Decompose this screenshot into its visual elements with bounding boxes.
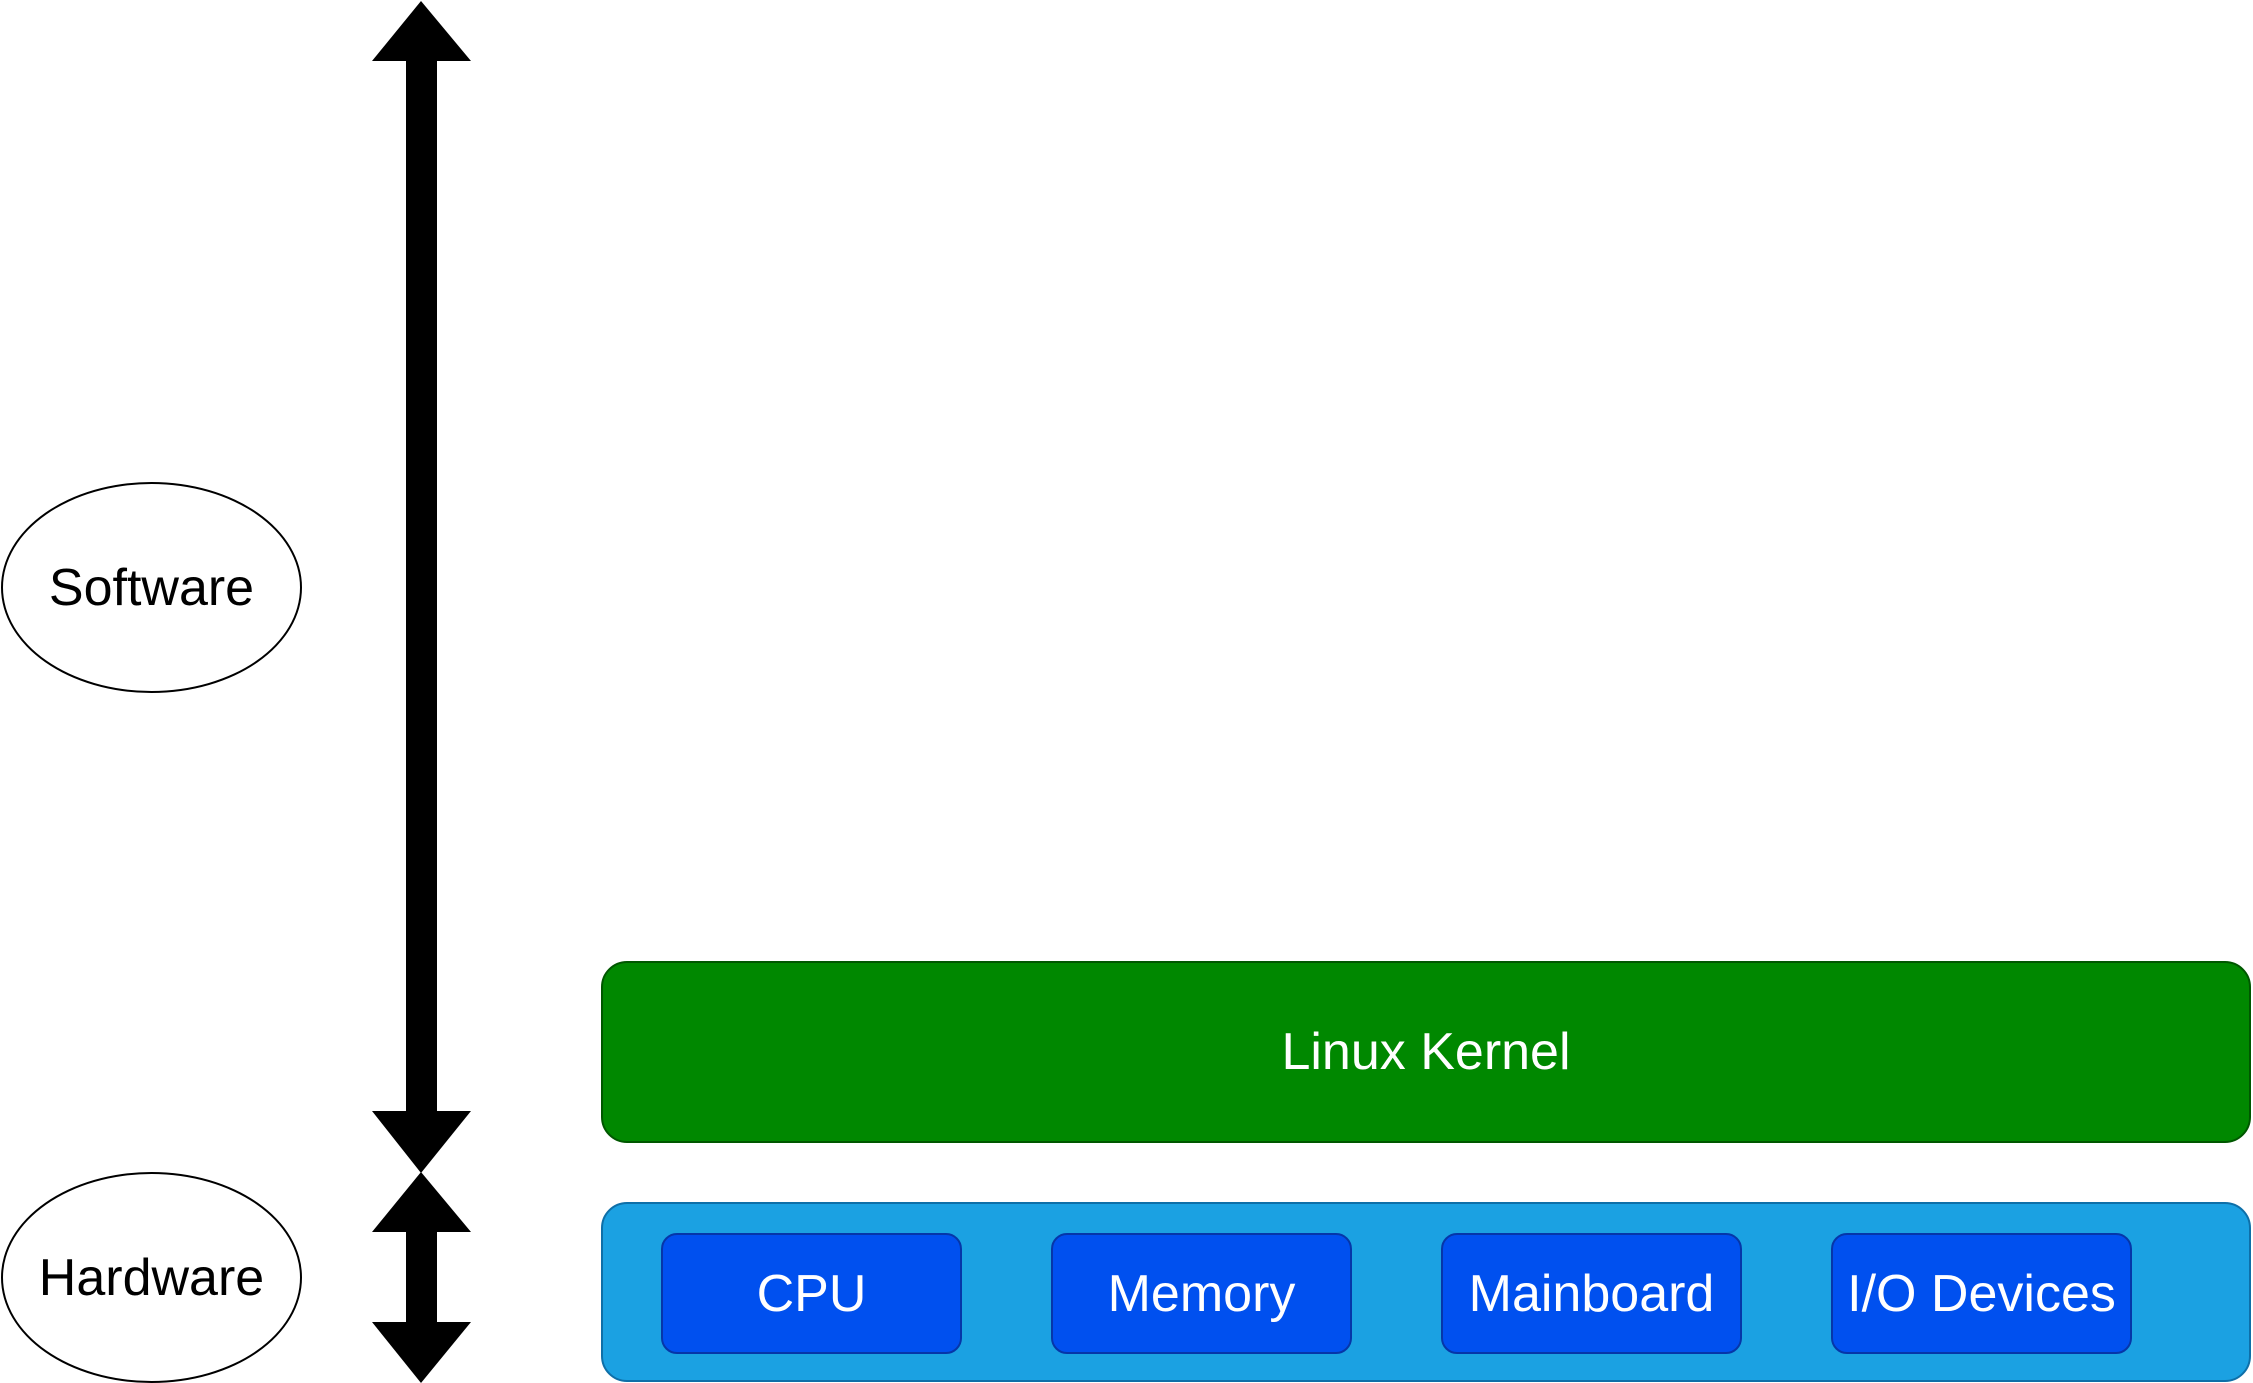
hardware-range-arrow bbox=[372, 1172, 471, 1383]
software-ellipse: Software bbox=[1, 482, 302, 693]
software-arrow-head-down bbox=[372, 1111, 471, 1173]
hardware-arrow-shaft bbox=[406, 1228, 437, 1326]
hardware-arrow-head-down bbox=[372, 1322, 471, 1383]
linux-kernel-label: Linux Kernel bbox=[1281, 1023, 1571, 1081]
software-range-arrow bbox=[372, 1, 471, 1173]
mainboard-label: Mainboard bbox=[1468, 1264, 1715, 1323]
io-devices-label: I/O Devices bbox=[1847, 1264, 2116, 1323]
memory-label: Memory bbox=[1107, 1264, 1296, 1323]
linux-kernel-layer: Linux Kernel bbox=[601, 961, 2251, 1143]
memory-box: Memory bbox=[1051, 1233, 1352, 1354]
software-label: Software bbox=[48, 558, 255, 617]
io-devices-box: I/O Devices bbox=[1831, 1233, 2132, 1354]
mainboard-box: Mainboard bbox=[1441, 1233, 1742, 1354]
hardware-layer: CPU Memory Mainboard I/O Devices bbox=[601, 1202, 2251, 1382]
cpu-label: CPU bbox=[756, 1264, 867, 1323]
cpu-box: CPU bbox=[661, 1233, 962, 1354]
hardware-label: Hardware bbox=[38, 1248, 265, 1307]
hardware-ellipse: Hardware bbox=[1, 1172, 302, 1383]
software-arrow-shaft bbox=[406, 58, 437, 1114]
software-arrow-head-up bbox=[372, 1, 471, 61]
hardware-arrow-head-up bbox=[372, 1172, 471, 1232]
